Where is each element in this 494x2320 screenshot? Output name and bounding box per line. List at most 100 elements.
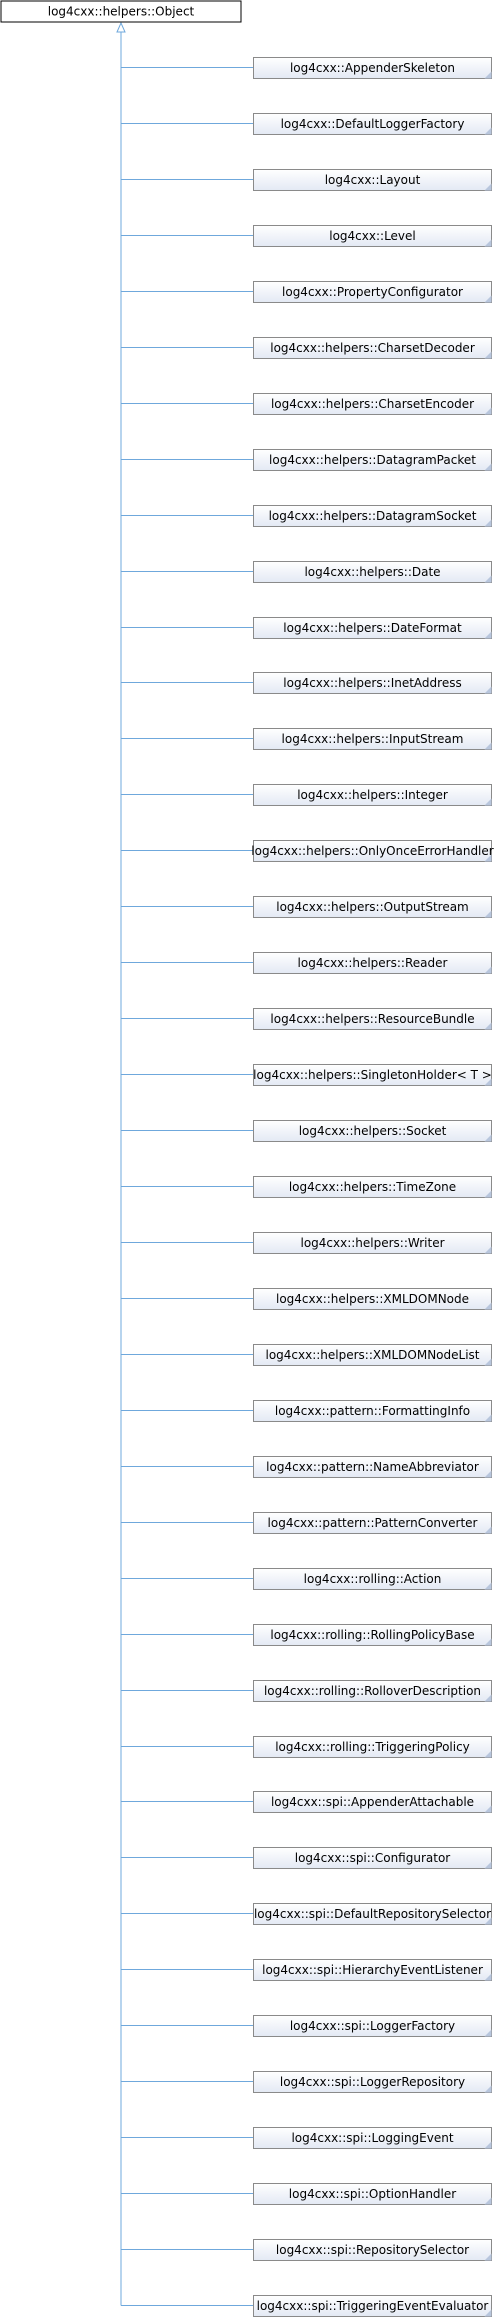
derived-class-box <box>253 1568 492 1590</box>
derived-class-box <box>253 1847 492 1869</box>
derived-class-node[interactable]: log4cxx::pattern::FormattingInfo <box>253 1400 492 1422</box>
derived-class-node[interactable]: log4cxx::helpers::XMLDOMNodeList <box>253 1344 492 1366</box>
derived-class-node[interactable]: log4cxx::Layout <box>253 169 492 191</box>
derived-class-node[interactable]: log4cxx::AppenderSkeleton <box>253 57 492 79</box>
derived-class-node[interactable]: log4cxx::helpers::CharsetEncoder <box>253 393 492 415</box>
derived-class-node[interactable]: log4cxx::rolling::TriggeringPolicy <box>253 1736 492 1758</box>
box-corner-shadow <box>484 1805 492 1813</box>
derived-class-label: log4cxx::spi::DefaultRepositorySelector <box>254 1907 491 1921</box>
derived-class-node[interactable]: log4cxx::helpers::Integer <box>253 784 492 806</box>
derived-class-node[interactable]: log4cxx::helpers::TimeZone <box>253 1176 492 1198</box>
derived-class-node[interactable]: log4cxx::helpers::CharsetDecoder <box>253 337 492 359</box>
derived-class-node[interactable]: log4cxx::helpers::SingletonHolder< T > <box>253 1064 492 1086</box>
derived-class-box <box>253 113 492 135</box>
box-corner-shadow <box>484 127 492 135</box>
derived-class-label: log4cxx::helpers::XMLDOMNodeList <box>265 1348 479 1362</box>
derived-class-node[interactable]: log4cxx::helpers::ResourceBundle <box>253 1008 492 1030</box>
derived-class-node[interactable]: log4cxx::rolling::RollingPolicyBase <box>253 1624 492 1646</box>
derived-class-node[interactable]: log4cxx::Level <box>253 225 492 247</box>
derived-class-node[interactable]: log4cxx::spi::RepositorySelector <box>253 2239 492 2261</box>
derived-class-label: log4cxx::helpers::InetAddress <box>283 676 461 690</box>
derived-class-box <box>253 281 492 303</box>
box-corner-shadow <box>484 1861 492 1869</box>
derived-class-node[interactable]: log4cxx::spi::LoggingEvent <box>253 2127 492 2149</box>
derived-class-node[interactable]: log4cxx::spi::LoggerFactory <box>253 2015 492 2037</box>
derived-class-label: log4cxx::PropertyConfigurator <box>282 285 463 299</box>
derived-class-node[interactable]: log4cxx::helpers::DatagramSocket <box>253 505 492 527</box>
derived-class-node[interactable]: log4cxx::spi::LoggerRepository <box>253 2071 492 2093</box>
derived-class-node[interactable]: log4cxx::helpers::DateFormat <box>253 617 492 639</box>
derived-class-box <box>253 1680 492 1702</box>
derived-class-node[interactable]: log4cxx::pattern::NameAbbreviator <box>253 1456 492 1478</box>
derived-class-node[interactable]: log4cxx::DefaultLoggerFactory <box>253 113 492 135</box>
derived-class-node[interactable]: log4cxx::helpers::XMLDOMNode <box>253 1288 492 1310</box>
derived-class-node[interactable]: log4cxx::spi::TriggeringEventEvaluator <box>253 2295 492 2317</box>
box-corner-shadow <box>484 966 492 974</box>
box-corner-shadow <box>484 1358 492 1366</box>
derived-class-label: log4cxx::rolling::Action <box>304 1572 442 1586</box>
derived-class-label: log4cxx::helpers::Reader <box>298 956 448 970</box>
box-corner-shadow <box>484 407 492 415</box>
derived-class-box <box>253 1959 492 1981</box>
derived-class-node[interactable]: log4cxx::helpers::InetAddress <box>253 672 492 694</box>
root-class-box <box>0 0 242 23</box>
derived-class-label: log4cxx::helpers::DatagramSocket <box>269 509 477 523</box>
derived-class-node[interactable]: log4cxx::helpers::DatagramPacket <box>253 449 492 471</box>
derived-class-node[interactable]: log4cxx::helpers::InputStream <box>253 728 492 750</box>
derived-class-box <box>253 2295 492 2317</box>
box-corner-shadow <box>484 2141 492 2149</box>
derived-class-label: log4cxx::helpers::OutputStream <box>276 900 469 914</box>
box-corner-shadow <box>484 1078 492 1086</box>
derived-class-node[interactable]: log4cxx::rolling::Action <box>253 1568 492 1590</box>
derived-class-node[interactable]: log4cxx::spi::HierarchyEventListener <box>253 1959 492 1981</box>
derived-class-node[interactable]: log4cxx::helpers::Date <box>253 561 492 583</box>
derived-class-label: log4cxx::helpers::Integer <box>297 788 448 802</box>
derived-class-label: log4cxx::helpers::DateFormat <box>283 621 462 635</box>
derived-class-box <box>253 1064 492 1086</box>
derived-class-box <box>253 1736 492 1758</box>
derived-class-box <box>253 1232 492 1254</box>
derived-class-label: log4cxx::rolling::TriggeringPolicy <box>275 1740 470 1754</box>
derived-class-box <box>253 672 492 694</box>
derived-class-box <box>253 393 492 415</box>
box-corner-shadow <box>484 1414 492 1422</box>
root-class-node[interactable]: log4cxx::helpers::Object <box>0 0 242 23</box>
derived-class-node[interactable]: log4cxx::spi::OptionHandler <box>253 2183 492 2205</box>
box-corner-shadow <box>484 463 492 471</box>
derived-class-node[interactable]: log4cxx::spi::AppenderAttachable <box>253 1791 492 1813</box>
derived-class-node[interactable]: log4cxx::spi::DefaultRepositorySelector <box>253 1903 492 1925</box>
derived-class-label: log4cxx::helpers::CharsetEncoder <box>271 397 474 411</box>
derived-class-node[interactable]: log4cxx::helpers::Socket <box>253 1120 492 1142</box>
derived-class-label: log4cxx::helpers::TimeZone <box>289 1180 456 1194</box>
derived-class-box <box>253 505 492 527</box>
derived-class-box <box>253 617 492 639</box>
box-corner-shadow <box>484 686 492 694</box>
box-corner-shadow <box>484 1190 492 1198</box>
box-corner-shadow <box>484 2309 492 2317</box>
derived-class-box <box>253 449 492 471</box>
derived-class-label: log4cxx::spi::Configurator <box>295 1851 451 1865</box>
derived-class-box <box>253 2127 492 2149</box>
derived-class-node[interactable]: log4cxx::PropertyConfigurator <box>253 281 492 303</box>
derived-class-label: log4cxx::helpers::Socket <box>299 1124 447 1138</box>
derived-class-box <box>253 169 492 191</box>
derived-class-label: log4cxx::Level <box>329 229 416 243</box>
derived-class-label: log4cxx::pattern::PatternConverter <box>268 1516 478 1530</box>
derived-class-label: log4cxx::spi::LoggingEvent <box>291 2131 453 2145</box>
box-corner-shadow <box>484 631 492 639</box>
derived-class-node[interactable]: log4cxx::helpers::OutputStream <box>253 896 492 918</box>
derived-class-node[interactable]: log4cxx::rolling::RolloverDescription <box>253 1680 492 1702</box>
derived-class-label: log4cxx::Layout <box>325 173 421 187</box>
derived-class-box <box>253 728 492 750</box>
derived-class-box <box>253 1512 492 1534</box>
derived-class-node[interactable]: log4cxx::helpers::Reader <box>253 952 492 974</box>
derived-class-node[interactable]: log4cxx::helpers::Writer <box>253 1232 492 1254</box>
derived-class-node[interactable]: log4cxx::pattern::PatternConverter <box>253 1512 492 1534</box>
box-corner-shadow <box>484 2029 492 2037</box>
derived-class-node[interactable]: log4cxx::spi::Configurator <box>253 1847 492 1869</box>
box-corner-shadow <box>484 798 492 806</box>
derived-class-node[interactable]: log4cxx::helpers::OnlyOnceErrorHandler <box>251 840 494 862</box>
derived-class-box <box>253 1120 492 1142</box>
derived-class-box <box>253 784 492 806</box>
inheritance-edges <box>116 21 253 2306</box>
